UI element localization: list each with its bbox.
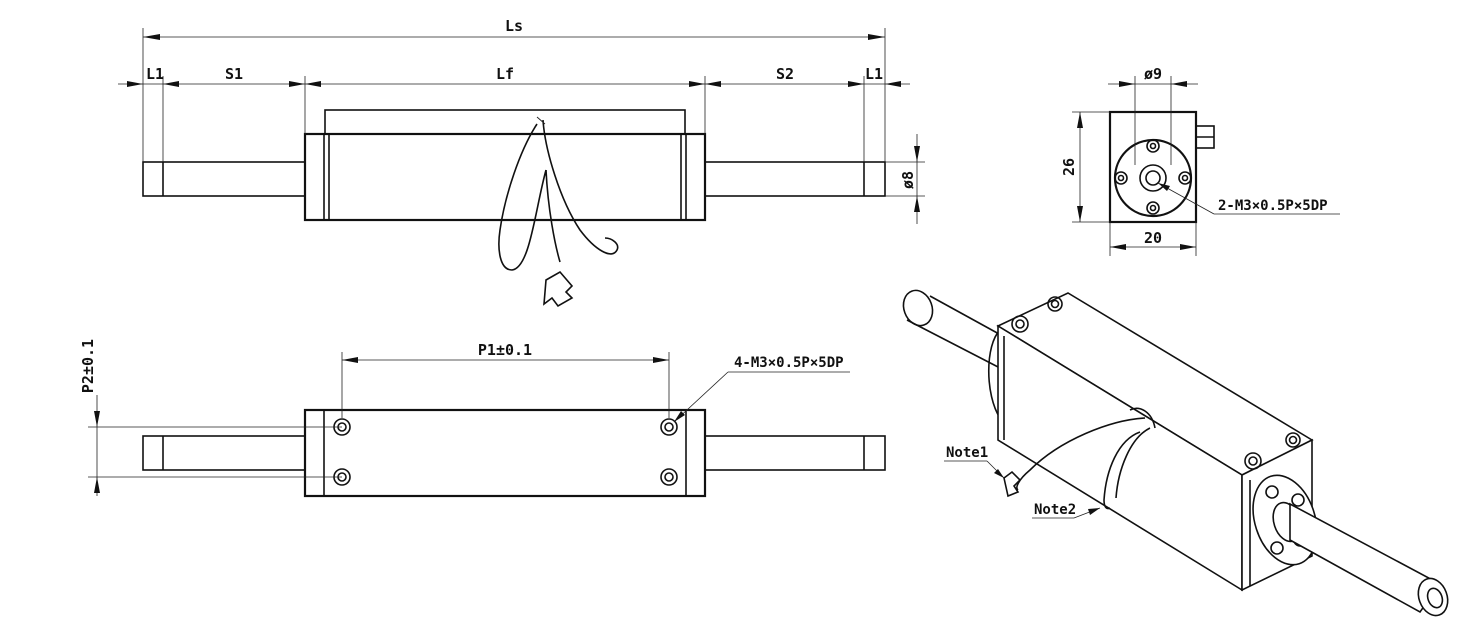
label-s2: S2 bbox=[776, 65, 794, 83]
isometric-view bbox=[902, 289, 1449, 617]
label-l1-left: L1 bbox=[146, 65, 164, 83]
end-view bbox=[1072, 76, 1340, 256]
label-height-26: 26 bbox=[1060, 158, 1078, 176]
label-lf: Lf bbox=[496, 65, 514, 83]
label-diameter-9: ø9 bbox=[1144, 65, 1162, 83]
label-note1: Note1 bbox=[946, 445, 988, 461]
label-thread-end: 2-M3×0.5P×5DP bbox=[1218, 198, 1328, 214]
label-p2: P2±0.1 bbox=[79, 339, 97, 393]
label-s1: S1 bbox=[225, 65, 243, 83]
label-note2: Note2 bbox=[1034, 502, 1076, 518]
front-view bbox=[118, 28, 925, 308]
label-diameter-8: ø8 bbox=[899, 171, 917, 189]
label-l1-right: L1 bbox=[865, 65, 883, 83]
label-p1: P1±0.1 bbox=[478, 341, 532, 359]
label-ls: Ls bbox=[505, 17, 523, 35]
top-view bbox=[88, 352, 886, 498]
label-width-20: 20 bbox=[1144, 229, 1162, 247]
label-thread-top: 4-M3×0.5P×5DP bbox=[734, 355, 844, 371]
